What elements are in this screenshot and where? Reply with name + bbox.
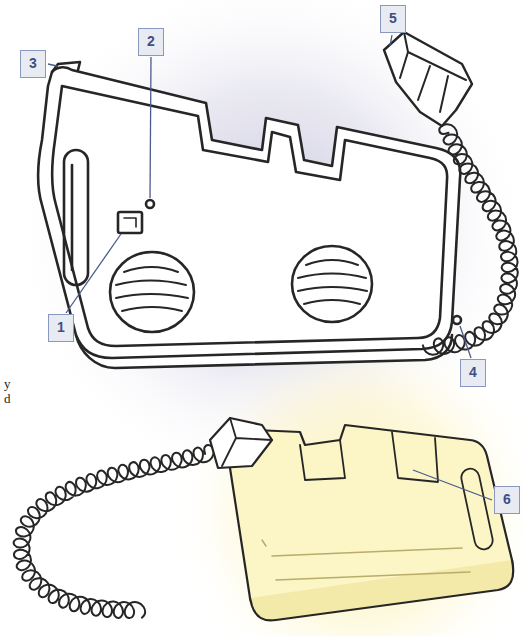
- base-body: [38, 67, 460, 358]
- base-edge-tab: [52, 62, 80, 72]
- charger-unit: [14, 418, 513, 620]
- speaker-right: [292, 246, 372, 322]
- coiled-cord: [423, 124, 518, 355]
- callout-number: 4: [469, 365, 477, 380]
- leader-line: [150, 57, 151, 198]
- callout-box: 5: [380, 5, 406, 33]
- jack-socket: [453, 316, 461, 324]
- callout-number: 5: [389, 11, 397, 26]
- side-slot-line: [71, 165, 74, 270]
- cropped-text: y: [4, 377, 11, 390]
- coiled-cord: [14, 445, 214, 618]
- leader-line: [66, 234, 121, 313]
- leader-line: [460, 326, 471, 358]
- leader-lines: [48, 35, 492, 500]
- leader-line: [390, 35, 392, 46]
- control-button-mark: [124, 218, 136, 227]
- handset: [384, 32, 472, 126]
- callout-box: 3: [20, 50, 46, 78]
- callout-box: 1: [48, 314, 74, 342]
- callout-number: 1: [57, 320, 65, 335]
- base-unit: [38, 62, 461, 368]
- side-slot: [64, 150, 88, 285]
- speaker-left: [110, 252, 194, 332]
- callout-number: 6: [503, 492, 511, 507]
- indicator-light: [146, 200, 154, 208]
- charger-slot: [460, 467, 495, 551]
- callout-number: 3: [29, 56, 37, 71]
- cropped-text: d: [4, 392, 11, 405]
- speaker-grille: [298, 260, 367, 304]
- leader-line: [48, 64, 57, 66]
- handset: [210, 418, 272, 468]
- control-button: [118, 212, 142, 233]
- charger-side: [250, 560, 513, 620]
- callout-box: 2: [138, 28, 164, 56]
- handset-detail: [222, 418, 272, 466]
- leader-line: [413, 470, 492, 500]
- charger-cradle: [392, 432, 438, 482]
- base-top-rim: [52, 86, 447, 346]
- charger-detail: [262, 540, 470, 580]
- callout-box: 6: [494, 486, 520, 514]
- speaker-grille: [116, 267, 188, 311]
- charger-cradle: [300, 440, 345, 480]
- handset-top: [384, 32, 518, 355]
- handset-detail: [400, 32, 466, 112]
- callout-box: 4: [460, 359, 486, 387]
- callout-number: 2: [147, 34, 155, 49]
